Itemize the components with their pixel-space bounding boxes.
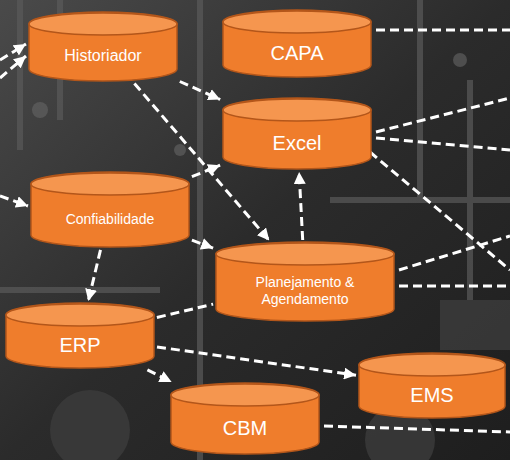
dashed-arrow — [147, 370, 171, 382]
node-label: EMS — [410, 383, 453, 407]
node-label: Excel — [273, 131, 322, 155]
node-label: Historiador — [64, 46, 141, 65]
database-cylinder: Excel — [222, 98, 372, 170]
dashed-arrow — [192, 240, 213, 248]
node-label: ERP — [59, 333, 100, 357]
dashed-arrow — [157, 347, 356, 375]
database-cylinder: Historiador — [28, 12, 178, 82]
database-cylinder: CAPA — [222, 10, 372, 78]
database-cylinder: CBM — [170, 383, 320, 455]
node-label: CAPA — [271, 41, 324, 65]
cylinder-outline — [30, 172, 190, 248]
node-label: Confiabilidade — [66, 211, 155, 228]
database-cylinder: EMS — [358, 353, 506, 419]
dashed-arrow — [192, 165, 220, 177]
database-cylinder: Planejamento & Agendamento — [215, 242, 395, 322]
dashed-arrow — [299, 172, 303, 240]
dashed-arrow — [180, 82, 220, 100]
offpage-lines — [0, 30, 510, 432]
cylinder-outline — [28, 12, 178, 82]
database-cylinder: ERP — [5, 303, 155, 369]
node-label: CBM — [223, 416, 267, 440]
node-label: Planejamento & Agendamento — [223, 274, 387, 308]
database-cylinder: Confiabilidade — [30, 172, 190, 248]
dashed-arrow — [88, 250, 100, 301]
dashed-arrow — [157, 304, 213, 317]
